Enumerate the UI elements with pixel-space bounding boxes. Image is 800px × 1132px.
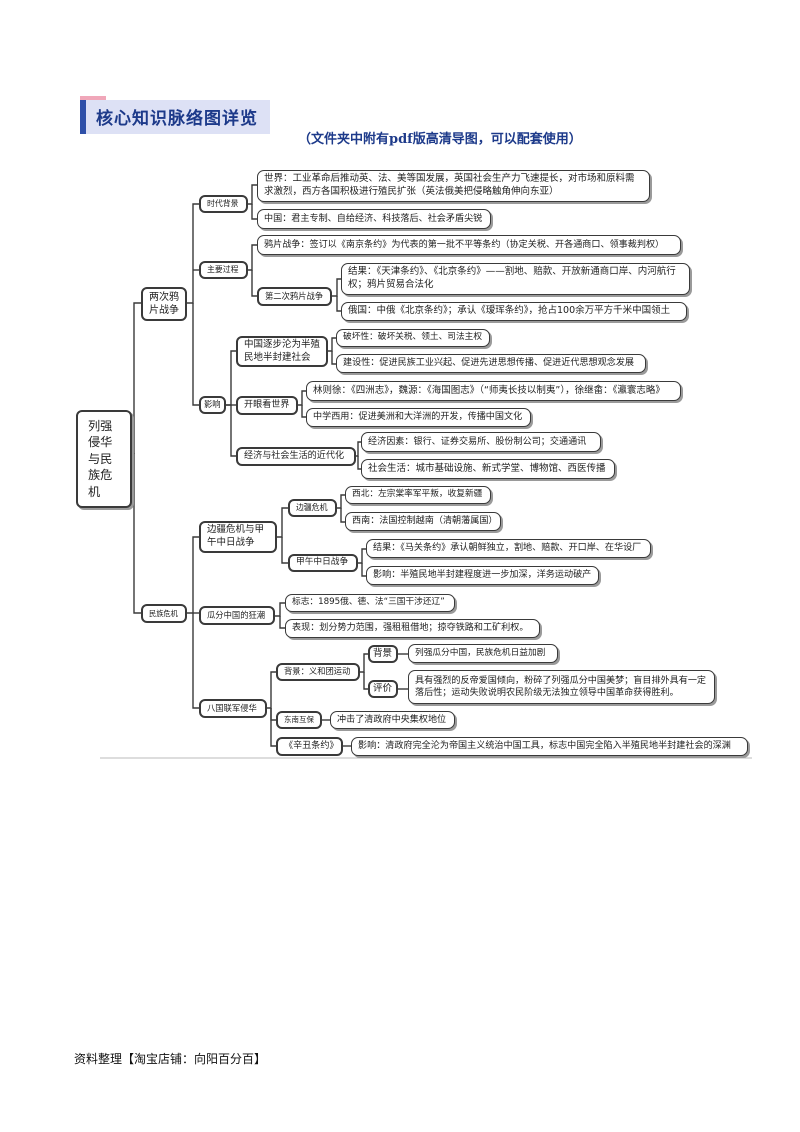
- connector: [279, 616, 285, 629]
- section-title: 核心知识脉络图详览: [96, 109, 258, 129]
- connector: [270, 708, 276, 747]
- connector: [230, 405, 236, 457]
- node-constructive: 建设性：促进民族工业兴起、促进先进思想传播、促进近代思想观念发展: [336, 354, 646, 373]
- connector: [187, 536, 199, 614]
- connector: [131, 302, 144, 454]
- node-main-process: 主要过程: [199, 261, 248, 279]
- node-era-china: 中国：君主专制、自给经济、科技落后、社会矛盾尖锐: [257, 209, 491, 229]
- node-zhong-ti: 中学西用：促进美洲和大洋洲的开发，传播中国文化: [306, 408, 531, 427]
- node-economic-factors: 经济因素：银行、证券交易所、股份制公司；交通通讯: [361, 432, 601, 452]
- node-second-war-russia: 俄国：中俄《北京条约》；承认《瑷珲条约》，抢占100余万平方千米中国领土: [341, 302, 687, 321]
- connector: [267, 671, 276, 709]
- connector: [336, 296, 341, 312]
- connector: [192, 303, 199, 406]
- connector: [357, 456, 361, 470]
- section-banner: 核心知识脉络图详览: [80, 96, 270, 134]
- connector: [226, 350, 236, 406]
- node-northwest: 西北：左宗棠率军平叛，收复新疆: [345, 486, 491, 504]
- connector: [277, 507, 288, 538]
- node-semi-colonial: 中国逐步沦为半殖民地半封建社会: [236, 336, 328, 367]
- node-national-crisis: 民族危机: [141, 604, 187, 623]
- connector: [251, 204, 257, 220]
- node-open-eyes-people: 林则徐：《四洲志》，魏源：《海国图志》（“师夷长技以制夷”），徐继畬：《瀛寰志略…: [306, 381, 681, 401]
- connector: [281, 537, 288, 564]
- connector: [248, 244, 257, 271]
- connector: [192, 613, 199, 709]
- node-xinchou-impact: 影响：清政府完全沦为帝国主义统治中国工具，标志中国完全陷入半殖民地半封建社会的深…: [351, 737, 748, 756]
- node-boxer-background-text: 列强瓜分中国，民族危机日益加剧: [408, 644, 558, 663]
- node-boxer-evaluation: 评价: [368, 680, 398, 698]
- node-southwest: 西南：法国控制越南（清朝藩属国）: [345, 512, 501, 531]
- node-partition-sign: 标志：1895俄、德、法“三国干涉还辽”: [285, 594, 455, 612]
- node-southeast-text: 冲击了清政府中央集权地位: [330, 711, 455, 729]
- node-frontier-crisis: 边疆危机: [288, 499, 337, 517]
- node-partition-performance: 表现：划分势力范围，强租租借地；掠夺铁路和工矿利权。: [285, 619, 540, 638]
- node-war-impact: 影响：半殖民地半封建程度进一步加深，洋务运动破产: [366, 566, 599, 585]
- node-boxer-background: 背景: [368, 645, 398, 663]
- connector: [298, 390, 306, 406]
- node-southeast-mutual: 东南互保: [276, 711, 322, 729]
- connector: [361, 563, 366, 577]
- connector: [360, 653, 368, 673]
- node-open-eyes: 开眼看世界: [236, 396, 298, 415]
- connector: [301, 405, 306, 418]
- node-border-crisis-war: 边疆危机与甲午中日战争: [199, 521, 277, 553]
- node-era-background: 时代背景: [199, 195, 248, 213]
- node-eight-nations: 八国联军侵华: [199, 699, 267, 718]
- connector: [358, 548, 366, 564]
- mindmap-connectors: [100, 184, 752, 759]
- connector: [248, 184, 257, 205]
- node-first-opium-war: 鸦片战争：签订以《南京条约》为代表的第一批不平等条约（协定关税、开各通商口、领事…: [257, 235, 681, 255]
- connector: [340, 508, 345, 523]
- node-era-world: 世界：工业革命后推动英、法、美等国发展，英国社会生产力飞速提长，对市场和原料需求…: [257, 170, 650, 202]
- connector: [356, 441, 361, 457]
- node-boxer-movement: 背景：义和团运动: [276, 663, 360, 681]
- root-label: 列强侵华与民族危机: [88, 419, 113, 499]
- connector: [363, 672, 368, 690]
- banner-accent: [80, 96, 106, 100]
- connector: [187, 203, 199, 304]
- node-boxer-evaluation-text: 具有强烈的反帝爱国倾向，粉碎了列强瓜分中国美梦；盲目排外具有一定落后性；运动失败…: [408, 670, 715, 704]
- node-shimonoseki-result: 结果：《马关条约》承认朝鲜独立，割地、赔款、开口岸、在华设厂: [366, 539, 651, 558]
- node-xinchou-treaty: 《辛丑条约》: [276, 737, 343, 756]
- node-sino-japanese-war: 甲午中日战争: [288, 554, 358, 572]
- connector: [133, 453, 144, 614]
- node-economy-society: 经济与社会生活的近代化: [236, 447, 356, 466]
- node-partition-frenzy: 瓜分中国的狂潮: [199, 606, 275, 625]
- footer-credit: 资料整理【淘宝店铺：向阳百分百】: [74, 1052, 267, 1066]
- node-destructive: 破坏性：破坏关税、领土、司法主权: [336, 329, 490, 347]
- connector: [337, 494, 345, 509]
- node-second-war-result: 结果：《天津条约》、《北京条约》——割地、赔款、开放新通商口岸、内河航行权；鸦片…: [341, 263, 690, 295]
- connector: [332, 278, 341, 297]
- node-social-life: 社会生活：城市基础设施、新式学堂、博物馆、西医传播: [361, 459, 615, 479]
- section-subtitle: （文件夹中附有pdf版高清导图，可以配套使用）: [298, 132, 582, 147]
- connector: [275, 602, 285, 617]
- connector: [331, 351, 336, 365]
- connector: [251, 270, 257, 297]
- node-impact: 影响: [199, 396, 226, 414]
- node-second-opium-war: 第二次鸦片战争: [257, 287, 332, 306]
- node-opium-wars: 两次鸦片战争: [141, 287, 187, 321]
- connector: [328, 337, 336, 352]
- root-node: 列强侵华与民族危机: [76, 410, 132, 508]
